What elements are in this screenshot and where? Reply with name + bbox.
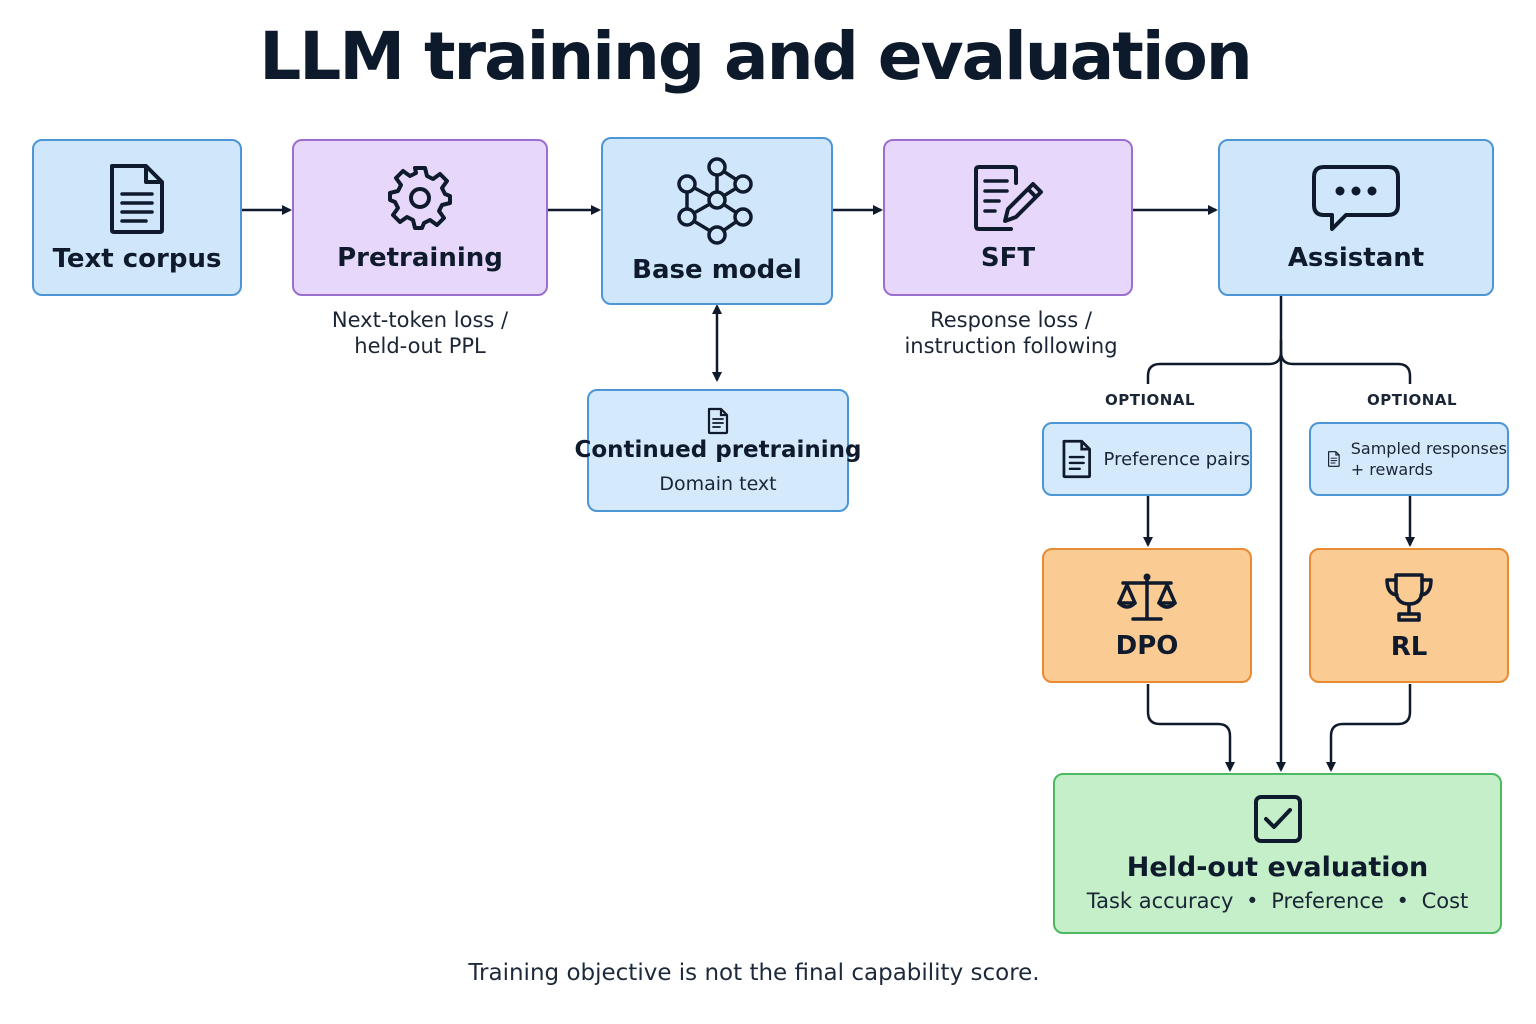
pretraining-label: Pretraining [337, 242, 503, 273]
sampled-responses-label: Sampled responses + rewards [1350, 439, 1507, 479]
network-icon [677, 157, 753, 245]
continued-pretraining-node: Continued pretraining Domain text [575, 389, 862, 512]
document-icon [707, 407, 729, 434]
gear-icon [388, 165, 452, 230]
metric-cost: Cost [1421, 889, 1469, 913]
pretraining-node: Pretraining [292, 139, 548, 296]
dpo-node: DPO [1042, 548, 1252, 683]
continued-pretraining-label: Continued pretraining [574, 436, 862, 463]
continued-pretraining-sublabel: Domain text [659, 472, 777, 495]
edit-document-icon [974, 164, 1043, 231]
document-icon [1328, 451, 1340, 467]
metric-task-accuracy: Task accuracy [1086, 889, 1234, 913]
preference-pairs-node: Preference pairs [1042, 422, 1252, 496]
sft-label: SFT [980, 242, 1036, 273]
rl-label: RL [1390, 631, 1428, 662]
metric-separator: • [1396, 889, 1409, 913]
arrow-rl-to-eval [1326, 684, 1412, 772]
assistant-label: Assistant [1287, 242, 1425, 273]
arrow-dpo-to-eval [1146, 684, 1235, 772]
text-corpus-node: Text corpus [32, 139, 242, 296]
sft-caption: Response loss / instruction following [904, 308, 1118, 358]
base-model-node: Base model [601, 137, 833, 305]
base-model-label: Base model [632, 255, 802, 285]
trophy-icon [1385, 572, 1433, 622]
footer-note: Training objective is not the final capa… [468, 960, 1040, 986]
document-icon [1062, 439, 1091, 479]
scales-icon [1117, 573, 1177, 621]
metric-preference: Preference [1271, 889, 1384, 913]
pretraining-caption: Next-token loss / held-out PPL [331, 308, 509, 358]
sampled-responses-node: Sampled responses + rewards [1309, 422, 1509, 496]
rl-node: RL [1309, 548, 1509, 683]
text-corpus-label: Text corpus [52, 243, 222, 274]
preference-pairs-label: Preference pairs [1103, 448, 1250, 470]
evaluation-node: Held-out evaluation Task accuracy • Pref… [1053, 773, 1502, 934]
assistant-node: Assistant [1218, 139, 1494, 296]
checkbox-icon [1253, 795, 1302, 843]
sft-node: SFT [883, 139, 1133, 296]
evaluation-metrics: Task accuracy • Preference • Cost [1087, 889, 1469, 913]
metric-separator: • [1246, 889, 1259, 913]
dpo-label: DPO [1115, 630, 1179, 661]
evaluation-label: Held-out evaluation [1126, 852, 1429, 883]
page-title: LLM training and evaluation [259, 18, 1253, 95]
document-icon [110, 163, 164, 234]
optional-tag-sampled: OPTIONAL [1366, 391, 1458, 409]
chat-bubble-icon [1312, 164, 1400, 231]
branch-from-assistant [1146, 296, 1412, 384]
optional-tag-preference: OPTIONAL [1104, 391, 1196, 409]
